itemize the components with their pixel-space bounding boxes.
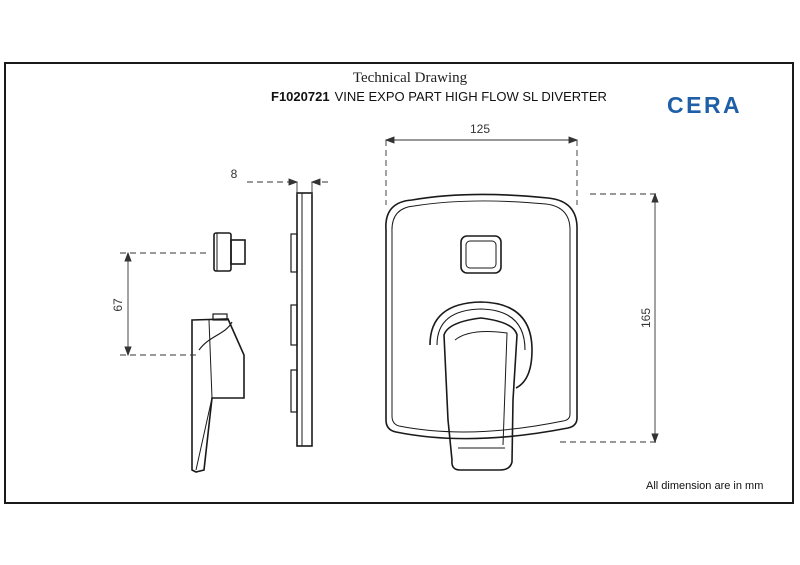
side-view-lever bbox=[191, 313, 245, 473]
product-code: F1020721 bbox=[271, 89, 330, 104]
product-name: VINE EXPO PART HIGH FLOW SL DIVERTER bbox=[334, 89, 607, 104]
drawing-title: Technical Drawing bbox=[352, 70, 468, 86]
front-view-plate bbox=[385, 193, 578, 440]
product-title: F1020721 VINE EXPO PART HIGH FLOW SL DIVE… bbox=[271, 89, 607, 104]
side-view-plate bbox=[290, 192, 313, 447]
front-view-lever bbox=[429, 301, 533, 471]
dimension-thickness: 8 bbox=[231, 167, 238, 181]
dimension-height: 165 bbox=[639, 308, 653, 328]
dimension-offset: 67 bbox=[111, 298, 125, 312]
units-note: All dimension are in mm bbox=[646, 480, 764, 492]
dimension-width: 125 bbox=[470, 122, 490, 136]
drawing-frame bbox=[4, 62, 794, 504]
cera-logo: CERA bbox=[667, 92, 743, 118]
side-view-knob bbox=[213, 232, 246, 272]
